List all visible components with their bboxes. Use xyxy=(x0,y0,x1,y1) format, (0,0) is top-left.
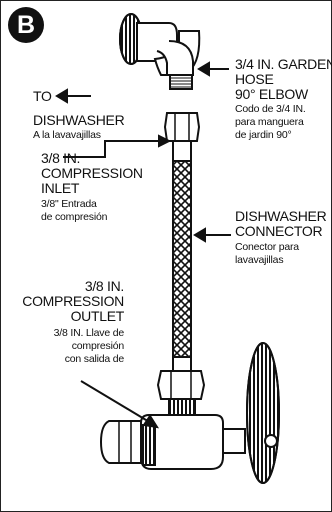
inlet-label-es-2: de compresión xyxy=(41,211,108,223)
outlet-label-es-3: con salida de xyxy=(64,353,124,365)
inlet-label-es-1: 3/8" Entrada xyxy=(41,198,97,210)
outlet-label-es-2: compresión xyxy=(71,340,124,352)
elbow-label-line-1: 3/4 IN. GARDEN xyxy=(235,56,332,72)
connector-label-es-2: lavavajillas xyxy=(235,254,284,266)
dishwasher-label-es: A la lavavajillas xyxy=(33,129,101,141)
elbow-label-line-3: 90° ELBOW xyxy=(235,86,308,102)
connector-label-es-1: Conector para xyxy=(235,241,299,253)
elbow-label-es-2: para manguera xyxy=(235,116,304,128)
outlet-label-line-3: OUTLET xyxy=(70,308,125,324)
dishwasher-connector-hose xyxy=(156,112,206,400)
inlet-label-line-3: INLET xyxy=(41,180,80,196)
step-badge: B xyxy=(8,7,44,43)
garden-hose-elbow xyxy=(119,13,201,90)
elbow-label-line-2: HOSE xyxy=(235,71,274,87)
outlet-label-line-1: 3/8 IN. xyxy=(84,278,124,294)
inlet-label-line-2: COMPRESSION xyxy=(41,165,143,181)
elbow-label-es-1: Codo de 3/4 IN. xyxy=(235,103,306,115)
dishwasher-label: DISHWASHER xyxy=(33,112,125,128)
inlet-label-line-1: 3/8 IN. xyxy=(41,150,81,166)
connector-label-line-2: CONNECTOR xyxy=(235,223,323,239)
compression-outlet-valve xyxy=(99,342,280,484)
outlet-label-line-2: COMPRESSION xyxy=(22,293,124,309)
connector-label-line-1: DISHWASHER xyxy=(235,208,327,224)
elbow-label-es-3: de jardin 90° xyxy=(235,129,292,141)
leader-lines xyxy=(55,61,231,429)
outlet-label-es-1: 3/8 IN. Llave de xyxy=(53,327,125,339)
to-label: TO xyxy=(33,88,52,104)
